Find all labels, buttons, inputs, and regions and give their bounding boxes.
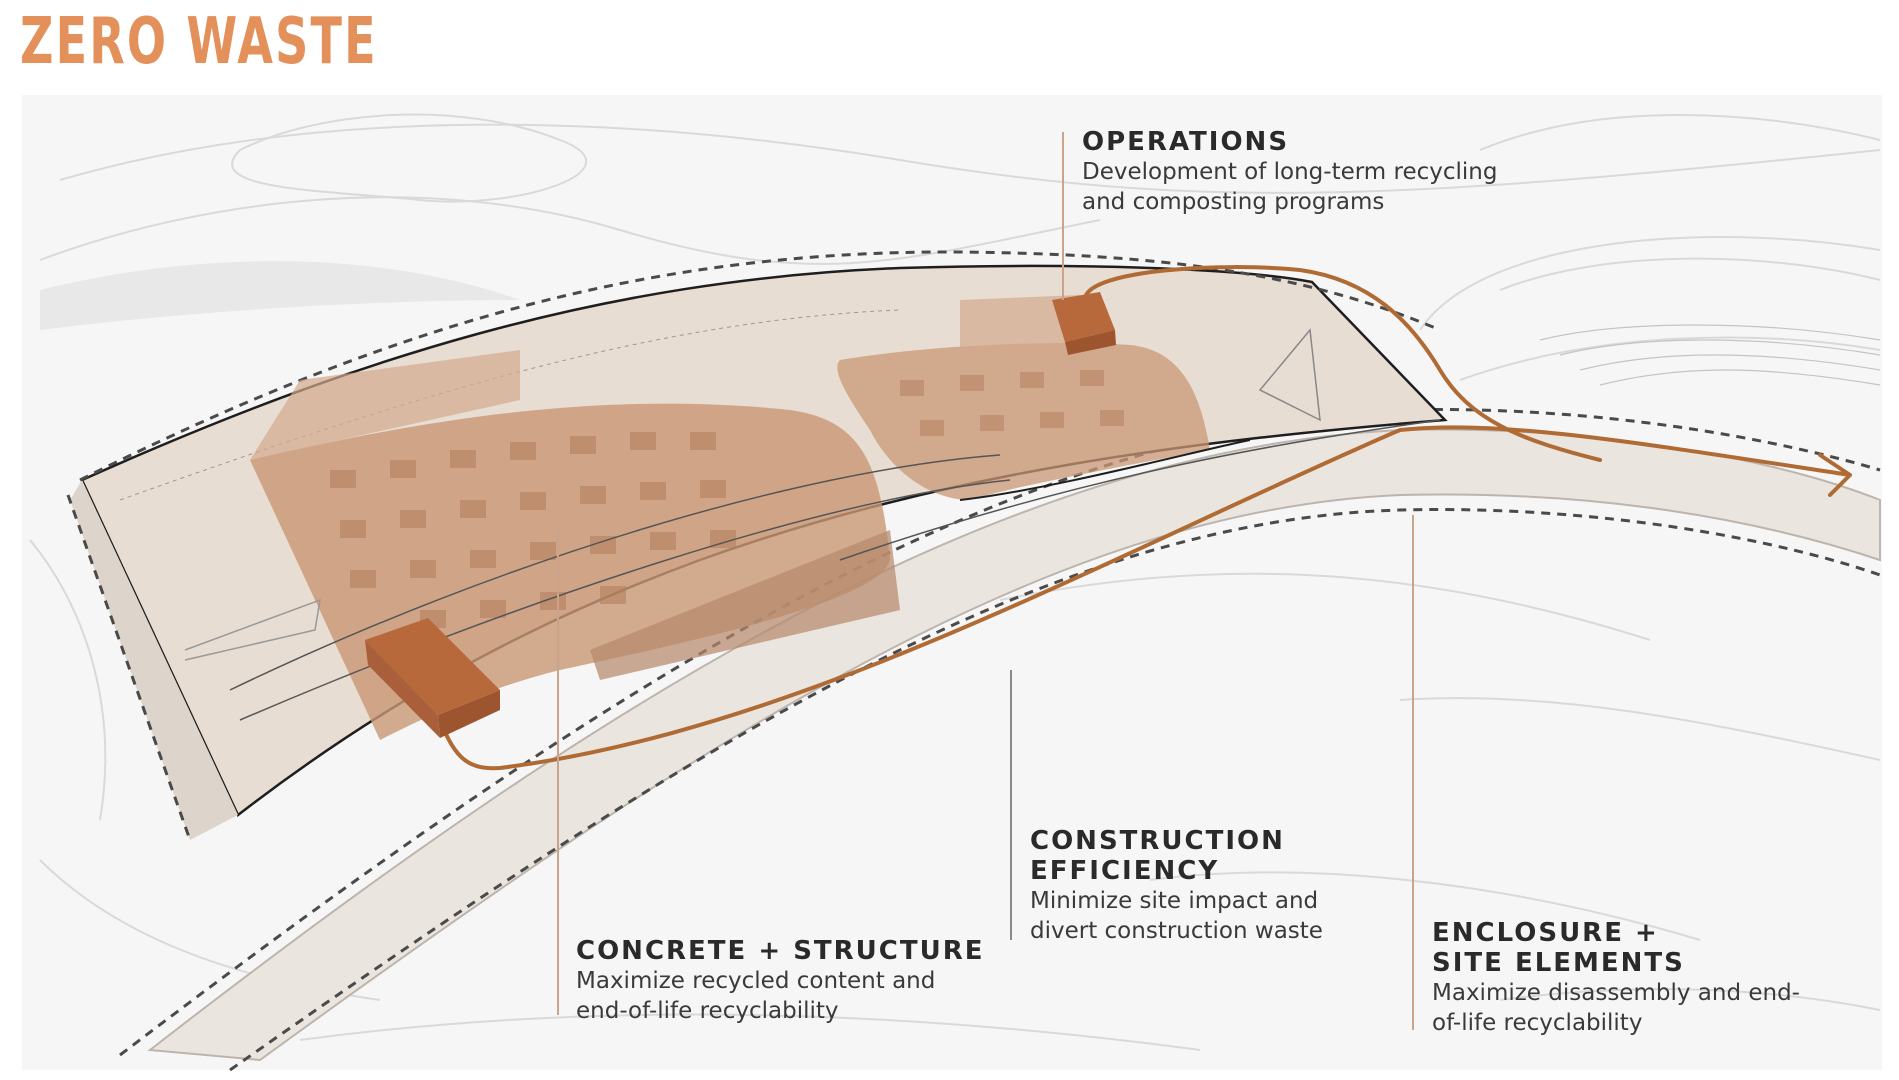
callout-description: Development of long-term recycling [1082, 159, 1498, 185]
callout-description: end-of-life recyclability [576, 998, 839, 1024]
waste-collection-block-main [365, 618, 500, 738]
callout-heading: EFFICIENCY [1030, 856, 1220, 886]
callout-heading: CONCRETE + STRUCTURE [576, 936, 985, 966]
callout-concrete-structure: CONCRETE + STRUCTURE Maximize recycled c… [576, 936, 985, 1026]
operations-block [1052, 292, 1116, 355]
callout-description: Maximize disassembly and end- [1432, 980, 1800, 1006]
callout-description: divert construction waste [1030, 918, 1323, 944]
callout-heading: SITE ELEMENTS [1432, 948, 1685, 978]
callout-description: Minimize site impact and [1030, 888, 1319, 914]
callout-heading: CONSTRUCTION [1030, 826, 1285, 856]
recycling-path [438, 265, 1852, 771]
callout-heading: ENCLOSURE + [1432, 918, 1659, 948]
structural-grid [330, 432, 736, 628]
callout-description: Maximize recycled content and [576, 968, 936, 994]
callout-operations: OPERATIONS Development of long-term recy… [1082, 127, 1497, 217]
callout-construction-efficiency: CONSTRUCTION EFFICIENCY Minimize site im… [1030, 826, 1323, 946]
callout-enclosure-site-elements: ENCLOSURE + SITE ELEMENTS Maximize disas… [1432, 918, 1800, 1038]
ramp-lines [184, 328, 1441, 721]
page-title: ZERO WASTE [20, 5, 378, 79]
callout-description: of-life recyclability [1432, 1010, 1643, 1036]
callout-heading: OPERATIONS [1082, 127, 1290, 157]
callout-description: and composting programs [1082, 189, 1385, 215]
